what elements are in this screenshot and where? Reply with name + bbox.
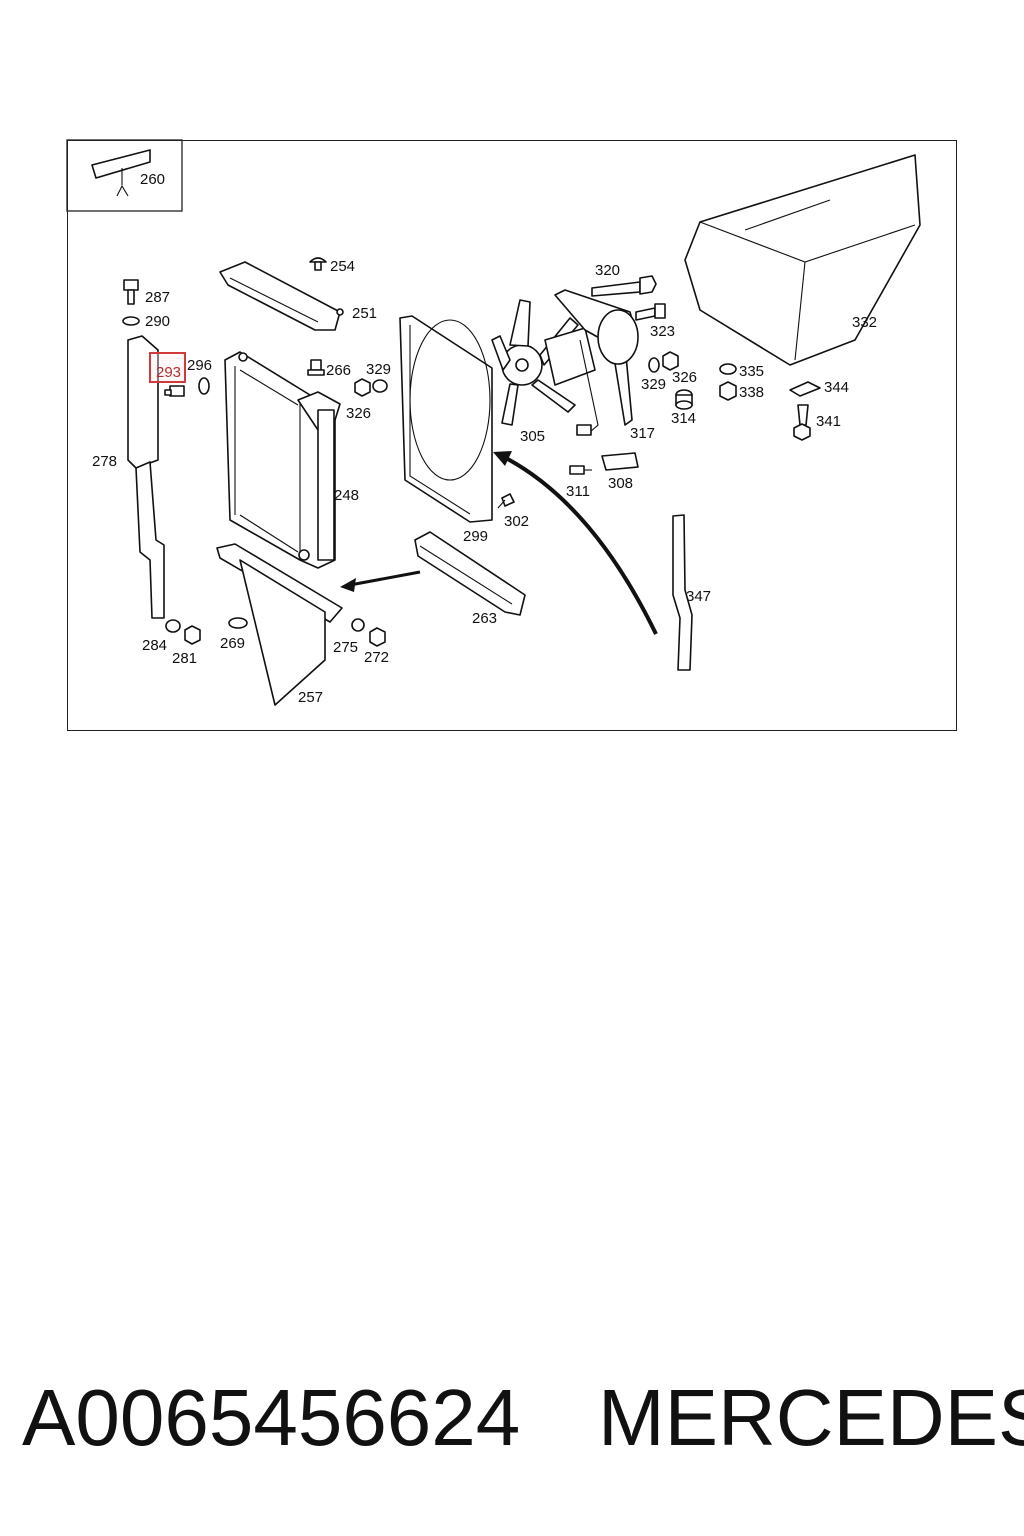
- part-number: A0065456624: [22, 1373, 521, 1462]
- label-260: 260: [140, 171, 165, 188]
- label-317: 317: [630, 425, 655, 442]
- label-266: 266: [326, 362, 351, 379]
- seal-ring-296: [198, 377, 210, 395]
- label-263: 263: [472, 610, 497, 627]
- arrow-to-bracket: [349, 570, 421, 587]
- label-290: 290: [145, 313, 170, 330]
- label-329-right: 329: [641, 376, 666, 393]
- label-302: 302: [504, 513, 529, 530]
- motor-bracket-317: [554, 289, 639, 436]
- label-326-right: 326: [672, 369, 697, 386]
- label-305: 305: [520, 428, 545, 445]
- clip-260: [91, 149, 151, 197]
- arrow-head-fan: [493, 451, 512, 466]
- inset-box: [66, 139, 183, 212]
- nut-272: [369, 627, 386, 647]
- label-338: 338: [739, 384, 764, 401]
- washer-290: [122, 316, 140, 326]
- label-257: 257: [298, 689, 323, 706]
- fan-shroud-299: [399, 315, 493, 523]
- label-284: 284: [142, 637, 167, 654]
- clip-302: [497, 493, 515, 509]
- washer-284: [165, 619, 181, 633]
- air-guide-332: [684, 154, 921, 366]
- label-341: 341: [816, 413, 841, 430]
- label-329-left: 329: [366, 361, 391, 378]
- label-287: 287: [145, 289, 170, 306]
- label-335: 335: [739, 363, 764, 380]
- relay-308: [601, 452, 639, 471]
- arrow-head-bracket: [340, 578, 356, 592]
- fan-305: [491, 299, 596, 426]
- rubber-mount-314: [675, 389, 693, 410]
- label-332: 332: [852, 314, 877, 331]
- washer-329-right: [648, 357, 660, 373]
- diagram-frame: [67, 140, 957, 731]
- label-269: 269: [220, 635, 245, 652]
- label-281: 281: [172, 650, 197, 667]
- nut-326-right: [662, 351, 679, 371]
- lower-bracket-257: [216, 543, 343, 706]
- label-308: 308: [608, 475, 633, 492]
- upper-bracket-251: [219, 261, 344, 331]
- label-347: 347: [686, 588, 711, 605]
- label-296: 296: [187, 357, 212, 374]
- label-323: 323: [650, 323, 675, 340]
- label-299: 299: [463, 528, 488, 545]
- label-326-left: 326: [346, 405, 371, 422]
- nut-338: [719, 381, 737, 401]
- temperature-switch-293: [164, 385, 185, 397]
- clip-254: [309, 257, 327, 271]
- screw-323: [635, 303, 666, 321]
- seal-strip-347: [672, 514, 693, 671]
- duct-263: [414, 531, 526, 616]
- highlight-box-293: [149, 352, 186, 383]
- label-254: 254: [330, 258, 355, 275]
- bolt-287: [123, 279, 139, 305]
- label-344: 344: [824, 379, 849, 396]
- label-272: 272: [364, 649, 389, 666]
- clip-344: [789, 381, 821, 397]
- label-251: 251: [352, 305, 377, 322]
- label-311: 311: [566, 483, 590, 500]
- connector-311: [569, 465, 592, 475]
- brand-name: MERCEDES: [598, 1373, 1024, 1462]
- label-320: 320: [595, 262, 620, 279]
- label-314: 314: [671, 410, 696, 427]
- screw-341: [793, 404, 811, 441]
- arrow-fan-to-shroud: [499, 453, 658, 635]
- washer-275: [351, 618, 365, 632]
- cap-266: [307, 359, 325, 376]
- grommet-269: [228, 617, 248, 629]
- label-275: 275: [333, 639, 358, 656]
- washer-335: [719, 363, 737, 375]
- label-293: 293: [156, 364, 181, 381]
- label-278: 278: [92, 453, 117, 470]
- radiator-248: [224, 351, 341, 569]
- nut-329-left: [354, 378, 371, 397]
- bush-326-left-top: [372, 379, 388, 393]
- bolt-320: [591, 275, 657, 297]
- nut-281: [184, 625, 201, 645]
- label-248: 248: [334, 487, 359, 504]
